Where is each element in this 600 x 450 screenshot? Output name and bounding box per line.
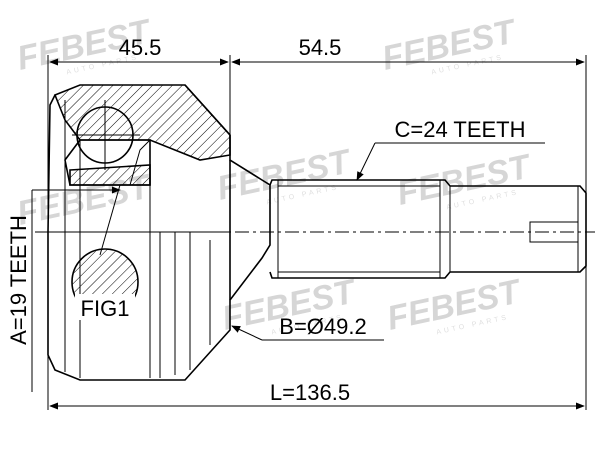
spline-a-label: A=19 TEETH: [6, 215, 31, 345]
race-leader: [99, 184, 121, 256]
watermark-2: FEBEST AUTO PARTS: [379, 12, 521, 78]
inner-race-section: [69, 164, 151, 186]
watermark-3: FEBEST AUTO PARTS: [214, 142, 356, 208]
keyway: [529, 221, 579, 243]
leader-c: [356, 142, 376, 181]
housing-outline-upper: [184, 84, 271, 232]
dimensions: 45.5 54.5 L=136.5 C=24 TEETH B=Ø49.2 A=1…: [6, 35, 587, 410]
spline-c-label: C=24 TEETH: [394, 117, 525, 142]
housing-top-section: [53, 84, 231, 161]
diameter-b-label: B=Ø49.2: [279, 314, 366, 339]
dim-label-total: L=136.5: [270, 380, 350, 405]
fig1-label: FIG1: [81, 296, 130, 321]
fig1-label-bg: [75, 294, 135, 320]
watermark-4: FEBEST AUTO PARTS: [394, 147, 536, 213]
watermark-6: FEBEST AUTO PARTS: [384, 272, 526, 338]
dim-label-45-5: 45.5: [119, 35, 162, 60]
housing: FIG1: [47, 84, 271, 381]
dim-label-54-5: 54.5: [299, 35, 342, 60]
leader-b: [231, 325, 263, 341]
race-edge: [129, 139, 151, 186]
